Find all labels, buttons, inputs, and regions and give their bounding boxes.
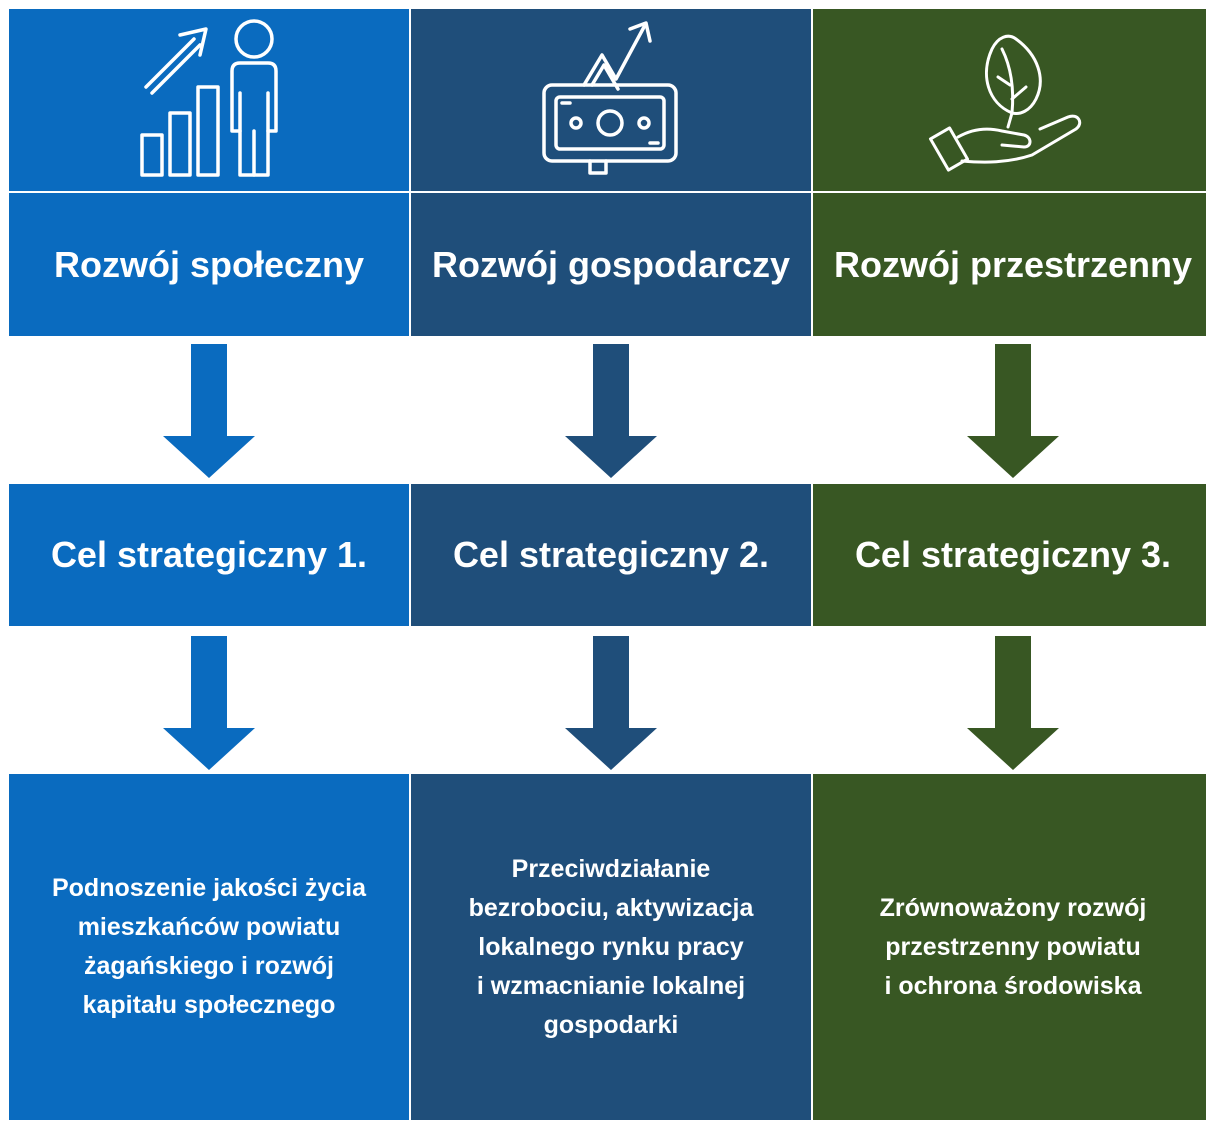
money-growth-icon — [526, 13, 696, 188]
down-arrow-icon — [967, 344, 1059, 478]
goal-spatial-label: Cel strategiczny 3. — [854, 534, 1172, 575]
icon-panel-economic — [411, 9, 811, 191]
down-arrow-icon — [565, 344, 657, 478]
column-social: Rozwój społeczny Cel strategiczny 1. Pod… — [9, 0, 409, 1122]
title-economic-label: Rozwój gospodarczy — [431, 243, 791, 285]
description-economic: Przeciwdziałanie bezrobociu, aktywizacja… — [411, 774, 811, 1120]
title-social-label: Rozwój społeczny — [53, 243, 365, 285]
description-economic-text: Przeciwdziałanie bezrobociu, aktywizacja… — [468, 854, 754, 1039]
goal-economic-label: Cel strategiczny 2. — [452, 534, 770, 575]
description-social-text: Podnoszenie jakości życia mieszkańców po… — [51, 874, 366, 1019]
title-economic: Rozwój gospodarczy — [411, 193, 811, 336]
column-spatial: Rozwój przestrzenny Cel strategiczny 3. … — [813, 0, 1206, 1122]
description-spatial-text: Zrównoważony rozwój przestrzenny powiatu… — [879, 893, 1147, 1000]
down-arrow-icon — [163, 636, 255, 770]
goal-social-label: Cel strategiczny 1. — [50, 534, 368, 575]
down-arrow-icon — [163, 344, 255, 478]
goal-economic: Cel strategiczny 2. — [411, 484, 811, 626]
title-spatial: Rozwój przestrzenny — [813, 193, 1206, 336]
goal-social: Cel strategiczny 1. — [9, 484, 409, 626]
title-social: Rozwój społeczny — [9, 193, 409, 336]
description-social: Podnoszenie jakości życia mieszkańców po… — [9, 774, 409, 1120]
down-arrow-icon — [967, 636, 1059, 770]
column-economic: Rozwój gospodarczy Cel strategiczny 2. P… — [411, 0, 811, 1122]
growth-person-icon — [124, 13, 294, 188]
icon-panel-social — [9, 9, 409, 191]
icon-panel-spatial — [813, 9, 1206, 191]
goal-spatial: Cel strategiczny 3. — [813, 484, 1206, 626]
hand-leaf-icon — [928, 13, 1098, 188]
description-spatial: Zrównoważony rozwój przestrzenny powiatu… — [813, 774, 1206, 1120]
down-arrow-icon — [565, 636, 657, 770]
title-spatial-label: Rozwój przestrzenny — [833, 243, 1193, 285]
